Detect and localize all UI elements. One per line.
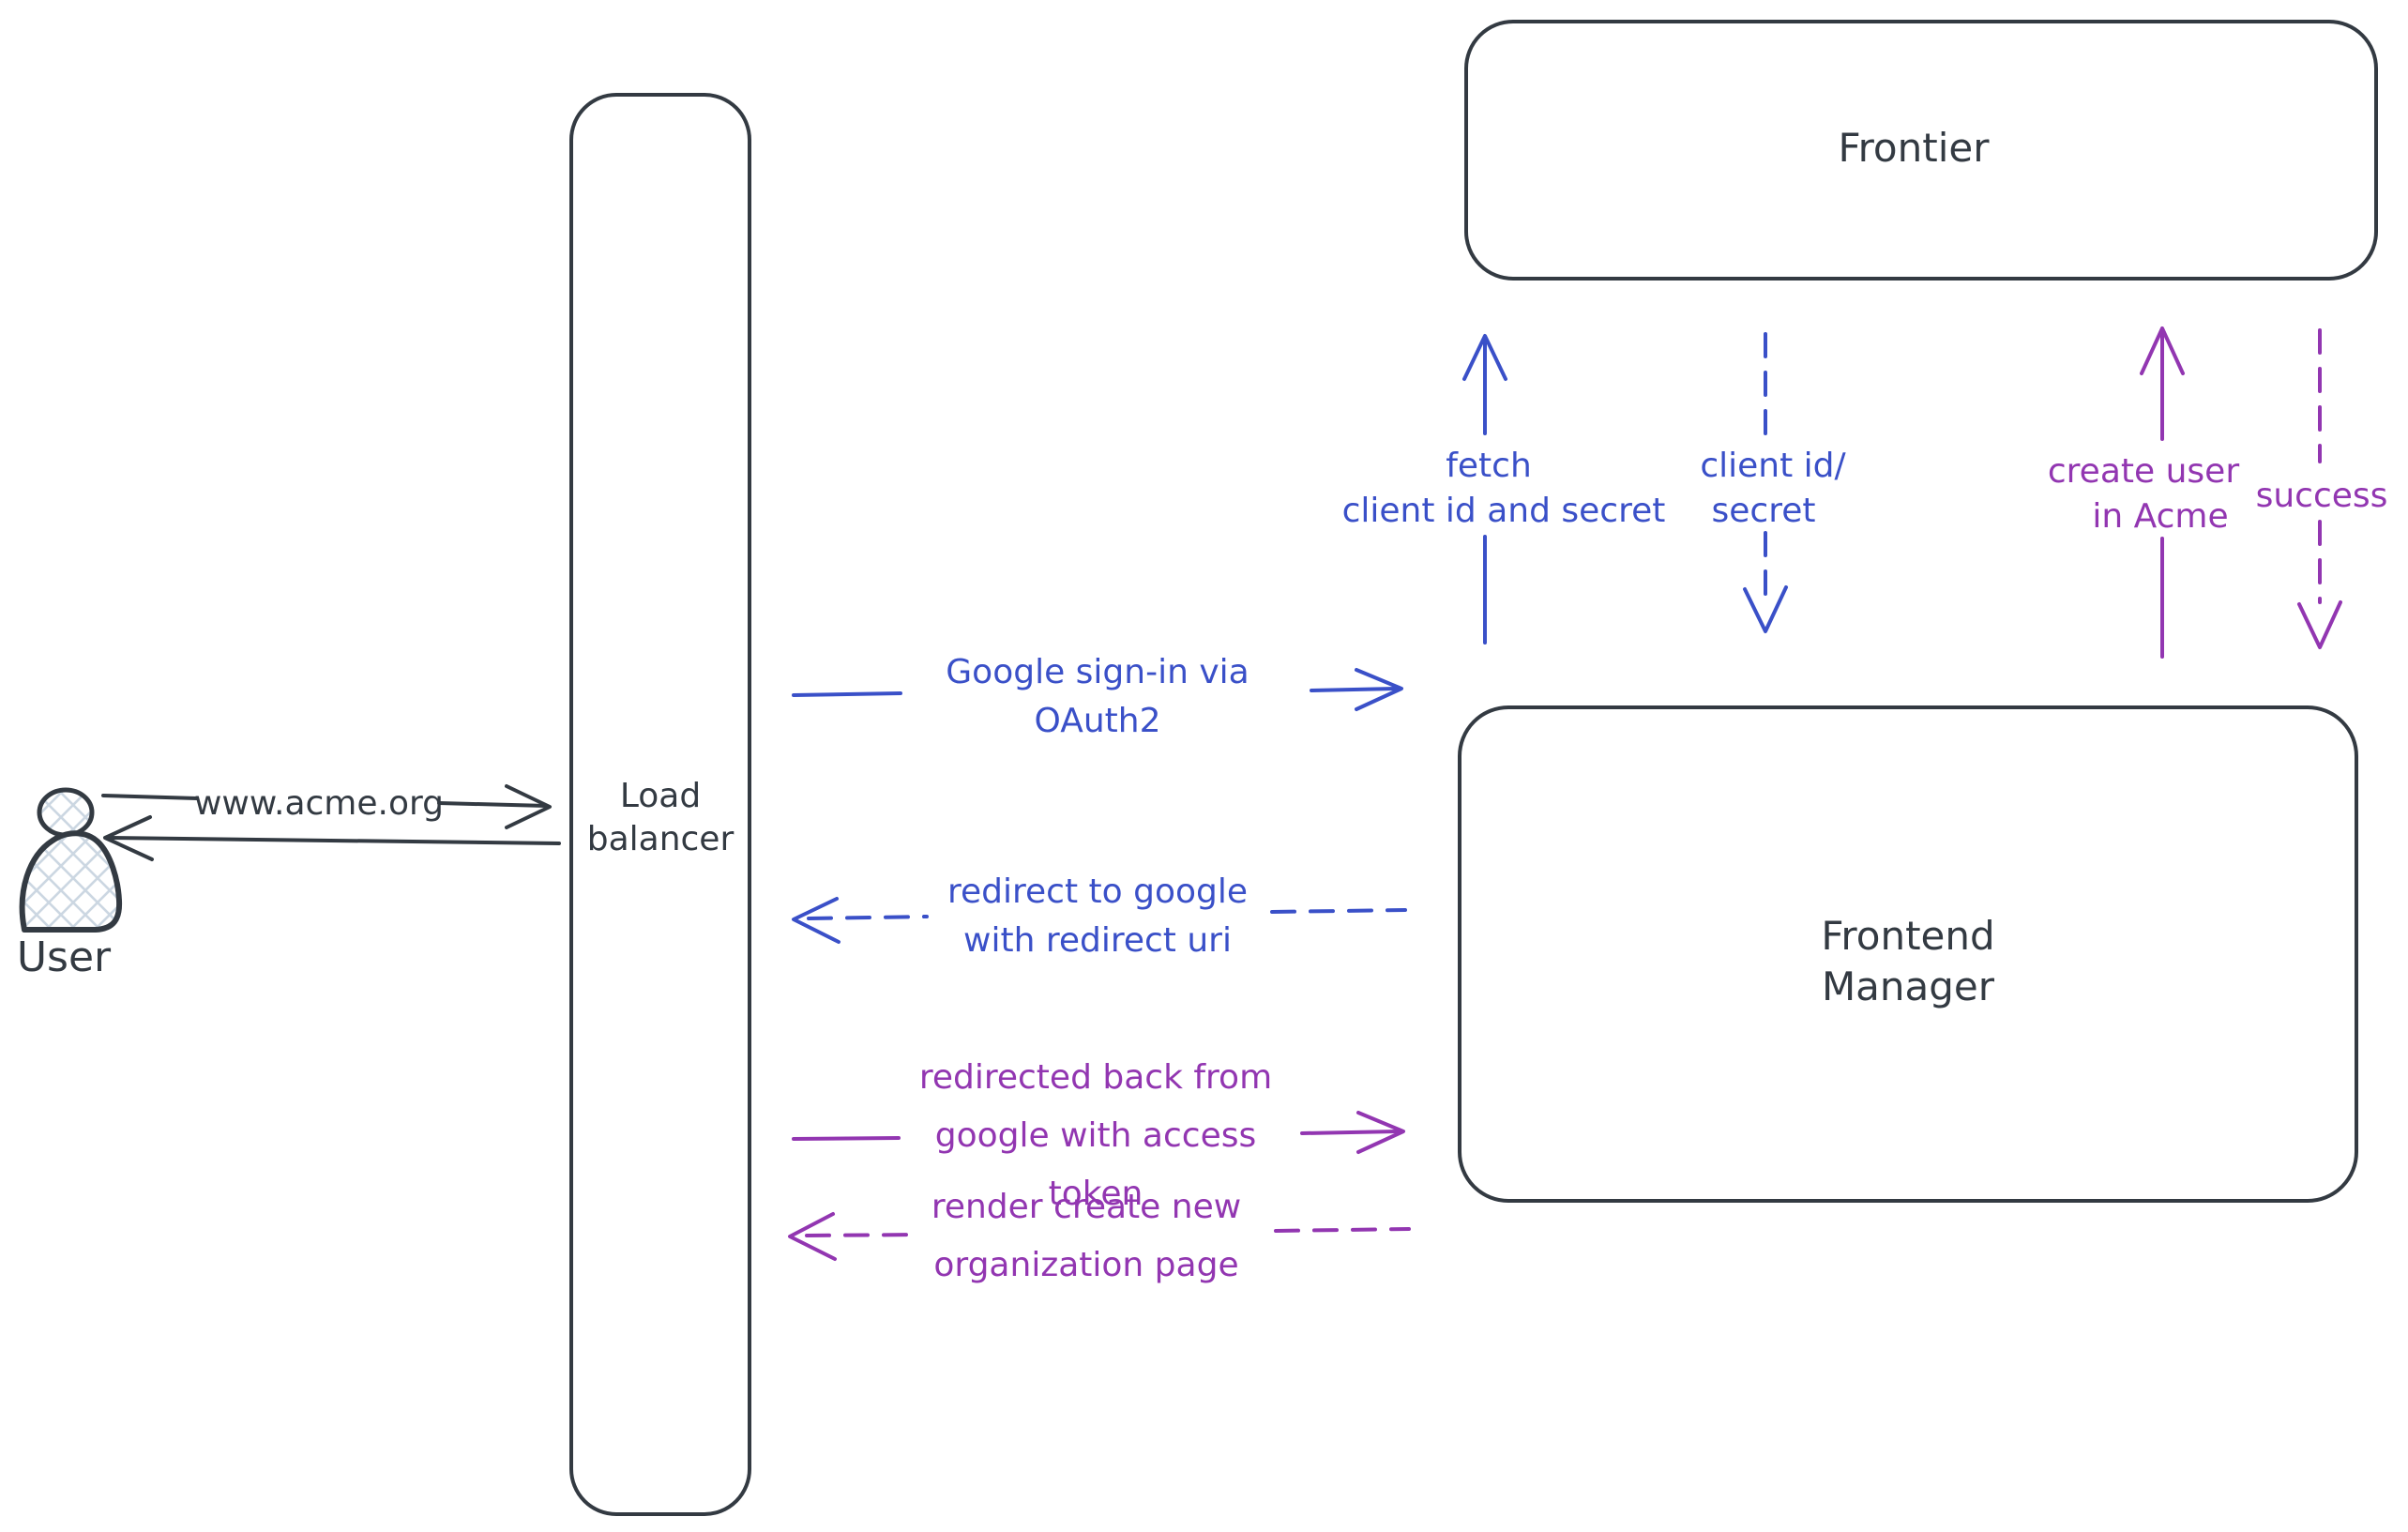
arrow-client-id-secret: client id/ secret bbox=[1700, 332, 1847, 633]
arrow-google-signin-label-line2: OAuth2 bbox=[1035, 702, 1161, 740]
load-balancer-box bbox=[569, 93, 751, 1516]
user-label: User bbox=[17, 933, 112, 981]
arrow-google-signin-label-line1: Google sign-in via bbox=[946, 653, 1249, 691]
arrow-redirected-back-label-line1: redirected back from bbox=[919, 1058, 1272, 1097]
arrow-google-signin-head bbox=[1355, 668, 1403, 711]
user-actor: User bbox=[17, 787, 123, 981]
arrow-success: success bbox=[2256, 328, 2388, 649]
arrow-redirect-to-google-line bbox=[807, 908, 1407, 920]
arrow-redirect-to-google-head bbox=[792, 897, 841, 944]
arrow-fetch-client-head bbox=[1462, 334, 1507, 381]
arrow-user-to-lb-label: www.acme.org bbox=[194, 784, 444, 823]
frontend-manager-box bbox=[1458, 705, 2358, 1203]
frontend-manager-label-line2: Manager bbox=[1822, 963, 1995, 1009]
arrow-lb-to-user-head bbox=[103, 815, 154, 861]
arrow-redirect-to-google: redirect to google with redirect uri bbox=[792, 872, 1407, 960]
arrow-create-user-head bbox=[2140, 326, 2185, 375]
arrow-fetch-client-label-line2: client id and secret bbox=[1342, 492, 1666, 530]
arrow-render-create-new-label-line1: render create new bbox=[931, 1188, 1241, 1226]
arrow-client-id-secret-label-line1: client id/ bbox=[1700, 447, 1846, 485]
load-balancer-label-line2: balancer bbox=[587, 820, 735, 858]
arrow-redirect-to-google-label-line2: with redirect uri bbox=[963, 921, 1232, 960]
arrow-success-label: success bbox=[2256, 477, 2388, 515]
arrow-create-user-label-line2: in Acme bbox=[2092, 497, 2228, 536]
load-balancer-node: Load balancer bbox=[569, 93, 751, 1516]
arrow-fetch-client-label-line1: fetch bbox=[1446, 447, 1532, 485]
arrow-client-id-secret-label-line2: secret bbox=[1712, 492, 1816, 530]
arrow-render-create-new-head bbox=[788, 1212, 837, 1261]
arrow-render-create-new-line bbox=[805, 1227, 1411, 1237]
arrow-create-user: create user in Acme bbox=[2048, 326, 2239, 659]
arrow-redirected-back-head bbox=[1356, 1111, 1405, 1154]
frontier-label: Frontier bbox=[1838, 125, 1990, 171]
arrow-render-create-new-label-line2: organization page bbox=[933, 1246, 1238, 1284]
arrow-user-to-lb-head bbox=[505, 784, 552, 829]
arrow-google-signin: Google sign-in via OAuth2 bbox=[792, 653, 1403, 740]
arrow-render-create-new: render create new organization page bbox=[788, 1188, 1411, 1284]
user-body-icon bbox=[19, 830, 123, 933]
frontier-node: Frontier bbox=[1464, 20, 2378, 281]
arrow-create-user-label-line1: create user bbox=[2048, 452, 2239, 491]
arrow-redirected-back-label-line3: token bbox=[1049, 1175, 1143, 1213]
arrow-user-to-lb: www.acme.org bbox=[101, 784, 552, 829]
arrow-fetch-client: fetch client id and secret bbox=[1342, 334, 1666, 645]
arrow-redirected-back: redirected back from google with access … bbox=[792, 1058, 1405, 1213]
frontend-manager-node: Frontend Manager bbox=[1458, 705, 2358, 1203]
arrow-google-signin-line bbox=[792, 687, 1398, 697]
arrow-client-id-secret-head bbox=[1743, 585, 1788, 633]
frontier-box bbox=[1464, 20, 2378, 281]
load-balancer-label-line1: Load bbox=[620, 777, 701, 815]
frontend-manager-label-line1: Frontend bbox=[1821, 913, 1994, 959]
arrow-redirected-back-label-line2: google with access bbox=[935, 1116, 1256, 1155]
arrow-lb-to-user-line bbox=[109, 836, 561, 845]
arrow-success-head bbox=[2297, 600, 2342, 649]
arrow-redirect-to-google-label-line1: redirect to google bbox=[947, 872, 1248, 911]
arrow-redirected-back-line bbox=[792, 1130, 1400, 1141]
user-head-icon bbox=[37, 787, 95, 838]
arrow-user-to-lb-line bbox=[101, 794, 549, 808]
arrow-lb-to-user bbox=[103, 815, 561, 861]
